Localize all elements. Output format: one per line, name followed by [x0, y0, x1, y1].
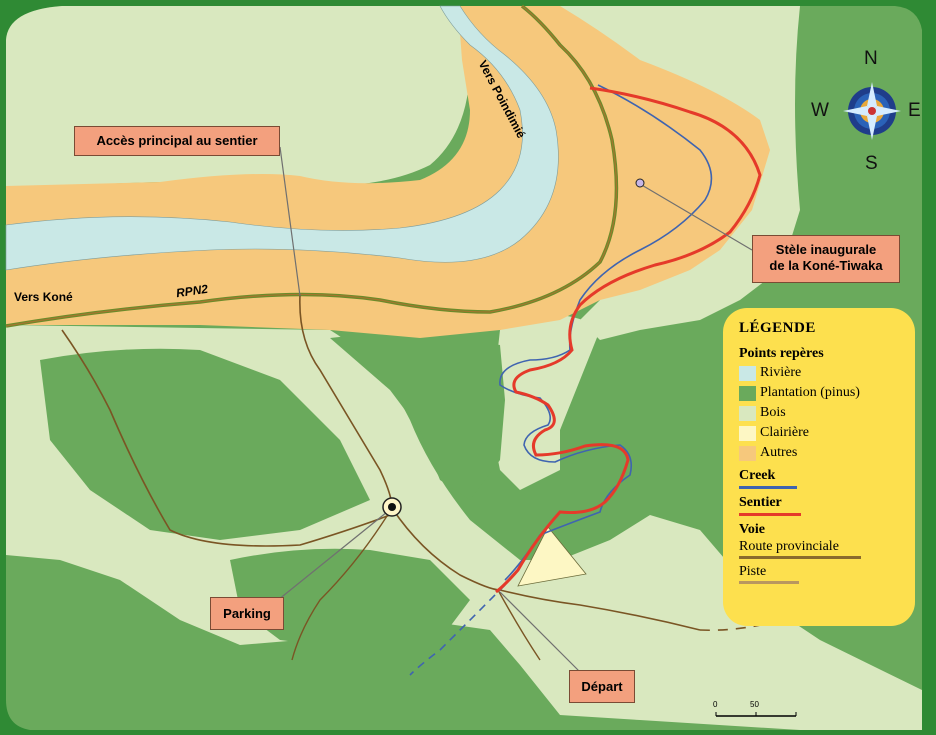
callout-depart: Départ: [569, 670, 635, 703]
legend-label-plantation: Plantation (pinus): [760, 385, 860, 400]
creek-dashed: [409, 584, 506, 676]
autres-area: [6, 6, 770, 338]
legend-points-heading: Points repères: [739, 346, 824, 361]
label-vers-kone: Vers Koné: [14, 290, 73, 304]
legend-line-route: [739, 556, 861, 559]
bois-area-north: [6, 6, 471, 190]
legend-swatch-riviere: [739, 365, 756, 381]
compass-s-label: S: [865, 153, 878, 174]
compass-rose-icon: [843, 82, 901, 140]
clairiere-area: [517, 526, 587, 587]
piste-5: [291, 507, 393, 661]
piste-6: [497, 589, 541, 661]
piste-1: [61, 329, 391, 547]
legend-item-riviere: Rivière: [739, 363, 915, 383]
callout-stele-line1: Stèle inaugurale: [775, 242, 877, 257]
parking-marker-center: [388, 503, 396, 511]
legend-label-creek: Creek: [739, 468, 776, 483]
callout-stele: Stèle inaugurale de la Koné-Tiwaka: [752, 235, 900, 283]
legend-label-sentier: Sentier: [739, 495, 782, 510]
legend-title: LÉGENDE: [739, 320, 816, 336]
scale-bar: [715, 712, 797, 717]
plantation-island-center: [330, 334, 505, 500]
leader-line-depart: [499, 591, 581, 673]
legend-line-piste: [739, 581, 799, 584]
plantation-island-south: [230, 548, 470, 650]
legend-swatch-autres: [739, 445, 756, 461]
road-rpn2-core: [5, 5, 618, 327]
legend-item-plantation: Plantation (pinus): [739, 383, 915, 403]
sentier: [495, 86, 762, 594]
legend-label-riviere: Rivière: [760, 365, 802, 380]
leader-line-parking: [277, 507, 393, 601]
leader-line-acces: [279, 146, 301, 297]
leader-line-stele: [639, 183, 753, 251]
legend-label-piste: Piste: [739, 564, 767, 579]
piste-3: [391, 507, 701, 631]
compass-n-label: N: [864, 48, 878, 69]
legend-label-autres: Autres: [760, 445, 798, 460]
river: [5, 5, 559, 271]
callout-acces-principal: Accès principal au sentier: [74, 126, 280, 156]
compass-e-label: E: [908, 100, 921, 121]
piste-2: [299, 294, 393, 509]
scale-end-label: 50: [750, 700, 759, 709]
legend-panel: LÉGENDE Points repères Rivière Plantatio…: [723, 308, 915, 626]
legend-swatch-clairiere: [739, 425, 756, 441]
legend-line-creek: [739, 486, 797, 489]
legend-swatch-plantation: [739, 385, 756, 401]
legend-label-route: Route provinciale: [739, 539, 839, 554]
legend-line-sentier: [739, 513, 801, 516]
plantation-island-west: [40, 348, 370, 540]
compass-w-label: W: [811, 100, 829, 121]
legend-item-autres: Autres: [739, 443, 915, 463]
scale-start-label: 0: [713, 700, 718, 709]
legend-item-bois: Bois: [739, 403, 915, 423]
legend-swatch-bois: [739, 405, 756, 421]
legend-label-clairiere: Clairière: [760, 425, 809, 440]
stele-marker[interactable]: [635, 178, 645, 188]
callout-stele-line2: de la Koné-Tiwaka: [769, 258, 883, 273]
legend-label-voie: Voie: [739, 522, 765, 537]
callout-parking: Parking: [210, 597, 284, 630]
legend-label-bois: Bois: [760, 405, 786, 420]
legend-item-clairiere: Clairière: [739, 423, 915, 443]
